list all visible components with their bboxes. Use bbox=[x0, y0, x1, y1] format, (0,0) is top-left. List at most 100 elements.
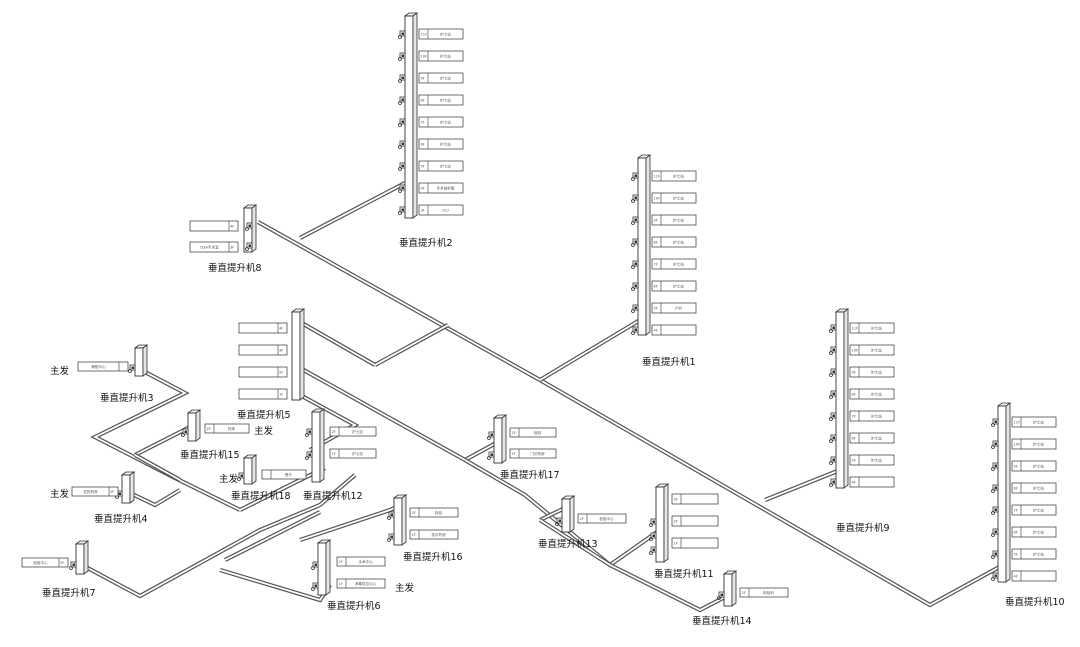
floor-box-lift1-2-floor: 9F bbox=[654, 218, 658, 222]
lift1-side bbox=[645, 154, 651, 336]
floor-box-lift1-1-floor: 10F bbox=[654, 196, 661, 200]
station-lift10-7 bbox=[991, 572, 999, 581]
lift10-front bbox=[997, 405, 1007, 583]
tower-lift18 bbox=[242, 454, 258, 485]
station-lift16-1 bbox=[387, 533, 395, 542]
lift4-side bbox=[129, 471, 135, 504]
lift-name-lift3: 垂直提升机3 bbox=[100, 393, 154, 404]
lift-name-lift10: 垂直提升机10 bbox=[1005, 597, 1065, 608]
floor-box-lift10-7-floor: 4F bbox=[1014, 574, 1018, 578]
floor-box-lift9-6-floor: 5F bbox=[852, 458, 856, 462]
floor-box-lift1-6-floor: 5F bbox=[654, 306, 658, 310]
floor-box-lift11-1-floor: 2F bbox=[674, 519, 678, 523]
station-lift10-1 bbox=[991, 440, 999, 449]
station-lift12-0 bbox=[305, 428, 313, 437]
main-send-label-lift4: 主发 bbox=[50, 489, 70, 500]
floor-box-lift9-1-text: 护士站 bbox=[871, 347, 882, 352]
track-lift4-link bbox=[127, 488, 182, 508]
station-lift1-4 bbox=[631, 260, 639, 269]
floor-box-lift12-1-text: 护士站 bbox=[352, 451, 363, 456]
floor-box-lift12-0-text: 护士站 bbox=[352, 429, 363, 434]
track-loop-top-inner bbox=[374, 324, 449, 366]
floor-box-lift11-2-floor: 1F bbox=[674, 541, 678, 545]
track-lift4-link-inner bbox=[127, 489, 181, 507]
lift-name-lift17: 垂直提升机17 bbox=[500, 470, 560, 481]
floor-box-lift11-0-floor: 3F bbox=[674, 497, 678, 501]
floor-box-lift9-4-text: 护士站 bbox=[871, 413, 882, 418]
floor-box-lift1-4-text: 护士站 bbox=[673, 261, 684, 266]
floor-box-lift2-3-floor: 8F bbox=[421, 98, 425, 102]
lift5-side bbox=[299, 308, 305, 401]
floor-box-lift1-7: 4F bbox=[651, 324, 697, 336]
lift15-side bbox=[195, 409, 201, 442]
lift1-front bbox=[637, 157, 647, 336]
floor-box-lift14-0-text: 检验科 bbox=[763, 590, 774, 595]
floor-box-lift5-2-floor: 2F bbox=[279, 370, 283, 374]
floor-box-lift1-0-floor: 11F bbox=[654, 174, 661, 178]
floor-box-lift7-0-floor: 2F bbox=[60, 561, 64, 565]
floor-box-lift9-1-floor: 10F bbox=[852, 348, 859, 352]
floor-box-lift9-7: 4F bbox=[849, 476, 895, 488]
floor-box-lift10-5-text: 护士站 bbox=[1033, 529, 1044, 534]
station-lift10-6 bbox=[991, 550, 999, 559]
floor-box-lift16-1-floor: 1F bbox=[412, 533, 416, 537]
floor-box-lift5-0-floor: 4F bbox=[279, 326, 283, 330]
floor-box-lift9-7-floor: 4F bbox=[852, 480, 856, 484]
station-lift1-0 bbox=[631, 172, 639, 181]
tower-lift4 bbox=[120, 471, 136, 504]
floor-box-lift10-3-floor: 8F bbox=[1014, 486, 1018, 490]
main-send-label-lift18: 主发 bbox=[219, 474, 239, 485]
floor-box-lift10-4-floor: 7F bbox=[1014, 508, 1018, 512]
floor-box-lift18-0-text: 餐厅 bbox=[285, 472, 293, 477]
tower-lift2 bbox=[403, 12, 419, 219]
floor-box-lift10-2-text: 护士站 bbox=[1033, 463, 1044, 468]
floor-box-lift10-6-floor: 5F bbox=[1014, 552, 1018, 556]
floor-box-lift1-3-text: 护士站 bbox=[673, 239, 684, 244]
floor-box-lift8-0: 4F bbox=[189, 220, 239, 232]
floor-box-lift9-2-text: 护士站 bbox=[871, 369, 882, 374]
lift9-side bbox=[843, 308, 849, 489]
station-lift3-0 bbox=[128, 364, 136, 373]
floor-box-lift8-1-floor: 3F bbox=[230, 245, 234, 249]
floor-box-lift5-3: 1F bbox=[238, 388, 288, 400]
floor-box-lift2-0-text: 护士站 bbox=[440, 31, 451, 36]
station-lift9-5 bbox=[829, 434, 837, 443]
station-lift2-8 bbox=[398, 206, 406, 215]
tower-lift12 bbox=[310, 408, 326, 483]
track-lift5-top-inner bbox=[299, 321, 376, 366]
main-send-label-lift15: 主发 bbox=[254, 426, 274, 437]
station-lift10-5 bbox=[991, 528, 999, 537]
lift14-front bbox=[723, 573, 733, 607]
lift16-side bbox=[401, 494, 407, 546]
lift6-side bbox=[325, 539, 331, 596]
station-lift2-1 bbox=[398, 52, 406, 61]
station-lift1-7 bbox=[631, 326, 639, 335]
station-lift9-6 bbox=[829, 456, 837, 465]
floor-box-lift2-2-text: 护士站 bbox=[440, 75, 451, 80]
floor-box-lift13-0-text: 检验中心 bbox=[599, 516, 614, 521]
tower-lift10 bbox=[996, 402, 1012, 583]
lift2-front bbox=[404, 15, 414, 219]
floor-box-lift17-1-text: 门诊药房 bbox=[530, 451, 545, 456]
station-lift9-3 bbox=[829, 390, 837, 399]
tower-lift17 bbox=[492, 414, 508, 464]
track-mid-south-inner bbox=[224, 511, 321, 561]
floor-box-lift9-5-text: 护士站 bbox=[871, 435, 882, 440]
station-lift9-0 bbox=[829, 324, 837, 333]
floor-box-lift2-0-floor: 11F bbox=[421, 32, 428, 36]
lift12-side bbox=[319, 408, 325, 483]
